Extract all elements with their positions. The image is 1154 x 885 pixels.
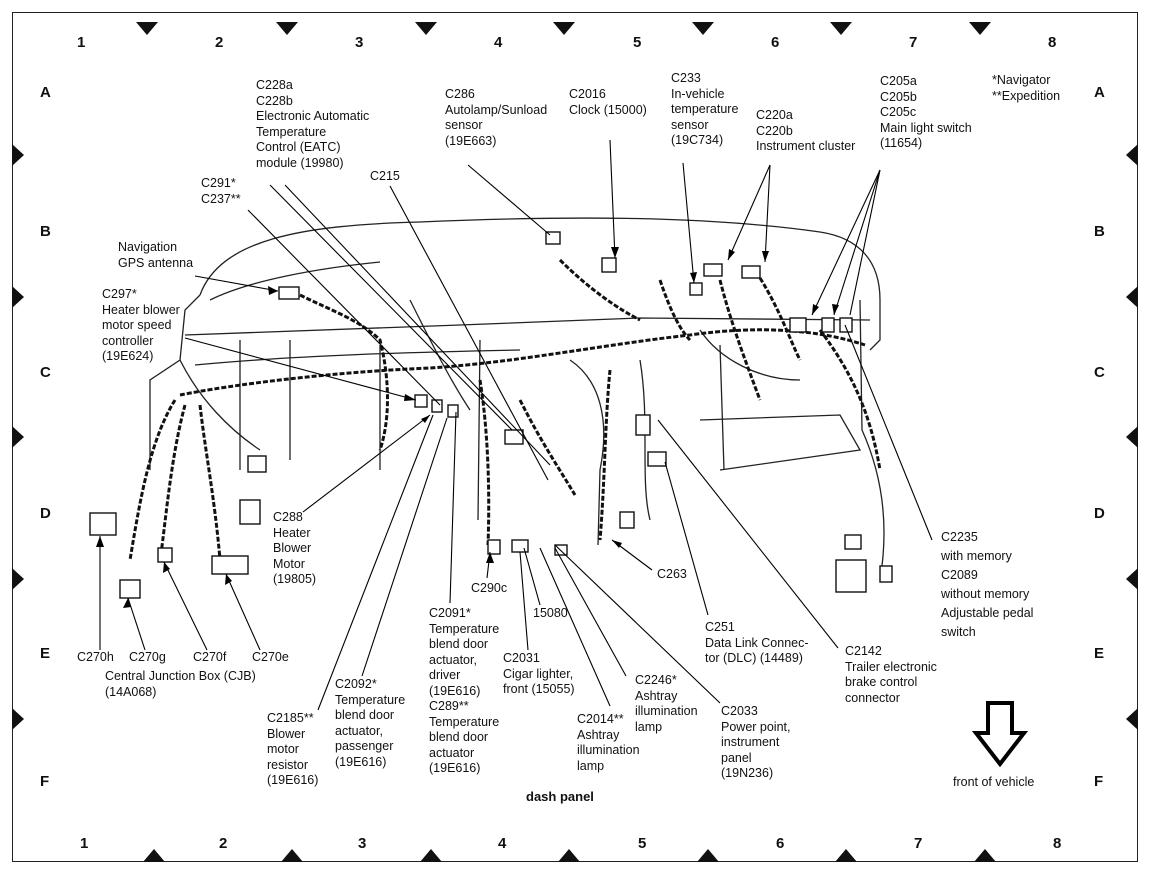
- callout-c288: C288 Heater Blower Motor (19805): [273, 510, 317, 586]
- callout-c251: C251 Data Link Connec- tor (DLC) (14489): [705, 620, 809, 665]
- grid-col-7-bottom: 7: [914, 835, 923, 852]
- callout-c2142: C2142 Trailer electronic brake control c…: [845, 644, 937, 705]
- grid-col-6-bottom: 6: [776, 835, 785, 852]
- callout-c2033: C2033 Power point, instrument panel (19N…: [721, 704, 791, 780]
- callout-c297: C297* Heater blower motor speed controll…: [102, 287, 180, 363]
- callout-c2014: C2014** Ashtray illumination lamp: [577, 712, 640, 773]
- grid-row-f: F: [40, 773, 50, 790]
- grid-col-8-bottom: 8: [1053, 835, 1062, 852]
- connectors: [89, 231, 893, 599]
- footnote: *Navigator **Expedition: [992, 73, 1061, 103]
- callout-cjb: Central Junction Box (CJB) (14A068): [105, 669, 256, 699]
- diagram-caption: dash panel: [526, 789, 594, 804]
- callout-c270h: C270h: [77, 650, 114, 664]
- grid-row-b-right: B: [1094, 223, 1105, 240]
- grid-row-d-right: D: [1094, 505, 1105, 522]
- grid-row-c-right: C: [1094, 364, 1105, 381]
- grid-col-4-bottom: 4: [498, 835, 507, 852]
- grid-markers: [12, 22, 1138, 862]
- grid-col-7: 7: [909, 34, 918, 51]
- grid-row-e-right: E: [1094, 645, 1105, 662]
- callout-c2016: C2016 Clock (15000): [569, 87, 647, 117]
- grid-col-2-bottom: 2: [219, 835, 228, 852]
- wire-harness: [128, 258, 882, 561]
- callout-c205: C205a C205b C205c Main light switch (116…: [880, 74, 972, 150]
- grid-row-b: B: [40, 223, 51, 240]
- grid-col-2: 2: [215, 34, 224, 51]
- grid-col-5: 5: [633, 34, 642, 51]
- grid-col-8: 8: [1048, 34, 1057, 51]
- callout-c233: C233 In-vehicle temperature sensor (19C7…: [671, 71, 739, 147]
- grid-col-3-bottom: 3: [358, 835, 367, 852]
- callout-c270e: C270e: [252, 650, 289, 664]
- grid-row-c: C: [40, 364, 51, 381]
- front-of-vehicle-arrow-icon: [971, 701, 1029, 768]
- grid-row-e: E: [40, 645, 51, 662]
- grid-row-d: D: [40, 505, 51, 522]
- callout-c270g: C270g: [129, 650, 166, 664]
- callout-c2092: C2092* Temperature blend door actuator, …: [335, 677, 406, 769]
- arrowheads: [96, 247, 839, 608]
- grid-col-6: 6: [771, 34, 780, 51]
- callout-c2235: C2235 with memory C2089 without memory A…: [941, 530, 1034, 639]
- callout-c2031: C2031 Cigar lighter, front (15055): [503, 651, 575, 696]
- grid-col-1-bottom: 1: [80, 835, 89, 852]
- callout-c2091: C2091* Temperature blend door actuator, …: [429, 606, 500, 775]
- callout-c291: C291* C237**: [201, 176, 241, 206]
- grid-col-4: 4: [494, 34, 503, 51]
- callout-navigation-gps: Navigation GPS antenna: [118, 240, 194, 270]
- callout-c290c: C290c: [471, 581, 508, 595]
- callout-c228: C228a C228b Electronic Automatic Tempera…: [256, 78, 370, 170]
- grid-col-5-bottom: 5: [638, 835, 647, 852]
- grid-row-f-right: F: [1094, 773, 1104, 790]
- callout-15080: 15080: [533, 606, 568, 620]
- dash-panel-outline: [149, 217, 885, 581]
- callout-c2185: C2185** Blower motor resistor (19E616): [267, 711, 319, 787]
- callout-c215: C215: [370, 169, 400, 183]
- callout-c220: C220a C220b Instrument cluster: [756, 108, 856, 153]
- grid-row-a-right: A: [1094, 84, 1105, 101]
- callout-c2246: C2246* Ashtray illumination lamp: [635, 673, 698, 734]
- grid-col-1: 1: [77, 34, 86, 51]
- callout-c286: C286 Autolamp/Sunload sensor (19E663): [445, 87, 548, 148]
- front-of-vehicle-label: front of vehicle: [953, 775, 1035, 789]
- callout-c270f: C270f: [193, 650, 227, 664]
- callout-c263: C263: [657, 567, 687, 581]
- grid-col-3: 3: [355, 34, 364, 51]
- leader-lines: [99, 139, 933, 711]
- grid-row-a: A: [40, 84, 51, 101]
